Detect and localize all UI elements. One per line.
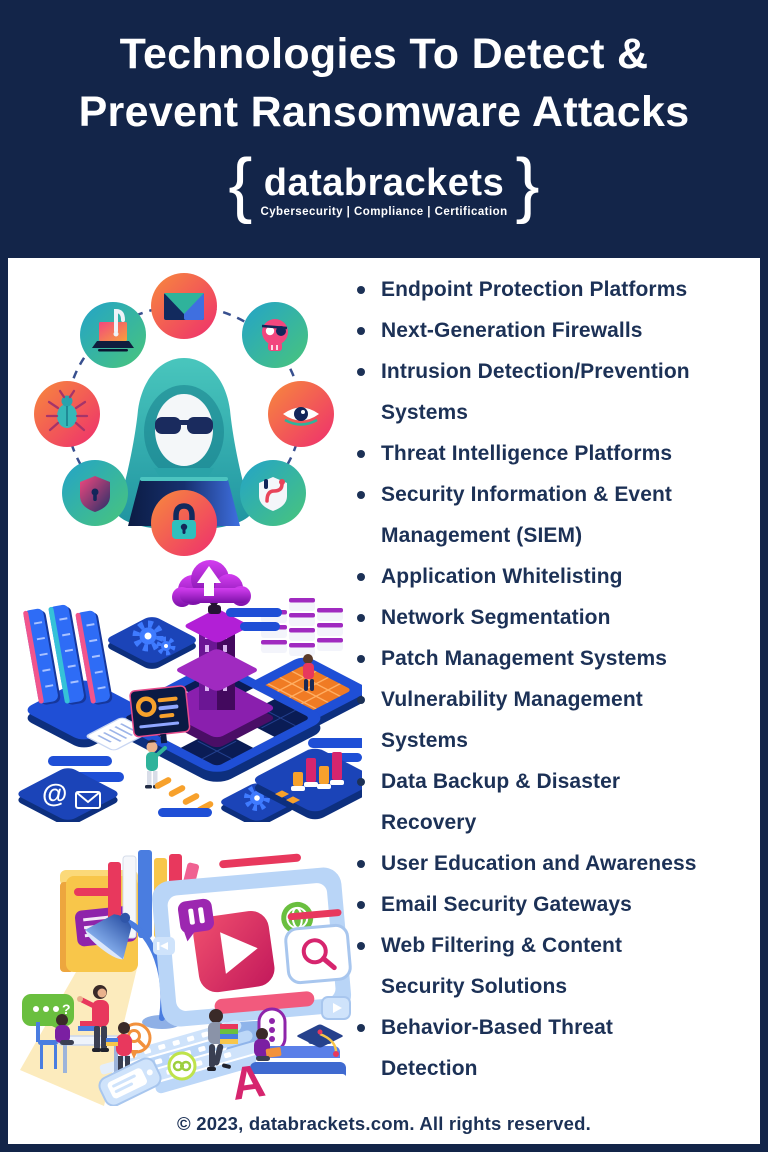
bullet-icon: [357, 491, 365, 499]
bullet-icon: [357, 614, 365, 622]
graduation-group: [250, 1024, 346, 1081]
svg-text:?: ?: [62, 1001, 71, 1017]
bullet-icon: [357, 573, 365, 581]
laptop-user-figure: [254, 1028, 282, 1061]
list-item-label: Application Whitelisting: [381, 565, 623, 588]
title-line-2: Prevent Ransomware Attacks: [78, 88, 690, 136]
pink-bar: [214, 991, 315, 1014]
red-accent-bar: [219, 853, 301, 869]
list-item-label: Next-Generation Firewalls: [381, 319, 643, 342]
list-item: Next-Generation Firewalls: [354, 310, 758, 351]
bullet-icon: [357, 696, 365, 704]
upload-cloud-icon: [172, 560, 251, 607]
shield-keyhole-icon: [62, 460, 128, 526]
meeting-table-group: [36, 985, 132, 1074]
bullet-icon: [357, 860, 365, 868]
analyst-figure: [145, 739, 167, 789]
email-envelope-icon: [151, 273, 217, 339]
databrackets-logo: { databrackets Cybersecurity | Complianc…: [0, 145, 768, 227]
logo-tagline: Cybersecurity | Compliance | Certificati…: [260, 205, 508, 218]
list-item: Network Segmentation: [354, 597, 758, 638]
bar-chart-icon: [254, 748, 362, 820]
list-item: Patch Management Systems: [354, 638, 758, 679]
svg-text:@: @: [42, 778, 67, 808]
hacker-threat-ring-illustration: [34, 273, 334, 556]
list-item: Email Security Gateways: [354, 884, 758, 925]
bullet-icon: [357, 901, 365, 909]
bullet-icon: [357, 942, 365, 950]
letter-a-icon: A: [228, 1054, 268, 1106]
bullet-icon: [357, 450, 365, 458]
standing-reader-figure: [106, 1022, 132, 1074]
content-panel: @: [8, 258, 760, 1144]
technician-figure: [303, 654, 314, 691]
header: Technologies To Detect & Prevent Ransomw…: [0, 0, 768, 258]
search-panel-icon: [284, 909, 352, 985]
graduation-cap-icon: [297, 1024, 343, 1057]
presenter-figure: [77, 985, 109, 1052]
list-item: Vulnerability Management Systems: [354, 679, 758, 761]
list-item: Threat Intelligence Platforms: [354, 433, 758, 474]
list-item-label: Patch Management Systems: [381, 647, 668, 670]
list-item: Web Filtering & Content Security Solutio…: [354, 925, 758, 1007]
user-education-illustration: ?: [20, 850, 352, 1106]
list-item-label: Data Backup & Disaster Recovery: [381, 770, 621, 834]
surveillance-eye-icon: [268, 381, 334, 447]
list-item-label: Endpoint Protection Platforms: [381, 278, 688, 301]
list-item: Behavior-Based Threat Detection: [354, 1007, 758, 1089]
list-item-label: Network Segmentation: [381, 606, 611, 629]
copyright-text: © 2023, databrackets.com. All rights res…: [177, 1113, 591, 1134]
list-item: Data Backup & Disaster Recovery: [354, 761, 758, 843]
left-brace-icon: {: [228, 145, 253, 225]
list-item: Intrusion Detection/Prevention Systems: [354, 351, 758, 433]
pause-icon: [177, 898, 215, 942]
bullet-icon: [357, 327, 365, 335]
right-brace-icon: }: [515, 145, 540, 225]
email-at-icon: @: [18, 768, 118, 822]
title-line-1: Technologies To Detect &: [119, 30, 649, 78]
smartphone-icon: [98, 1057, 162, 1106]
bullet-icon: [357, 368, 365, 376]
logo-brand-name: databrackets: [263, 161, 505, 204]
walking-figure: [207, 1009, 238, 1071]
rewind-tile-icon: [153, 937, 175, 955]
page-title: Technologies To Detect & Prevent Ransomw…: [0, 0, 768, 141]
list-item-label: Security Information & Event Management …: [381, 483, 673, 547]
list-item-label: Vulnerability Management Systems: [381, 688, 643, 752]
list-item: Security Information & Event Management …: [354, 474, 758, 556]
bullet-icon: [357, 286, 365, 294]
list-item-label: User Education and Awareness: [381, 852, 697, 875]
analyst-screen-icon: [129, 685, 191, 789]
list-item-label: Web Filtering & Content Security Solutio…: [381, 934, 623, 998]
skull-eyepatch-icon: [242, 302, 308, 368]
video-tile-icon: [321, 996, 351, 1020]
bullet-icon: [357, 655, 365, 663]
list-item: User Education and Awareness: [354, 843, 758, 884]
bug-icon: [34, 381, 100, 447]
accent-pills: [158, 608, 282, 817]
list-item-label: Intrusion Detection/Prevention Systems: [381, 360, 690, 424]
seated-figure: [55, 1014, 74, 1045]
sunglasses-icon: [155, 417, 213, 434]
video-player-icon: [193, 910, 275, 993]
security-operations-illustration: @: [18, 560, 362, 822]
bullet-icon: [357, 1024, 365, 1032]
list-item-label: Email Security Gateways: [381, 893, 632, 916]
gears-icon: [108, 617, 196, 669]
list-item-label: Threat Intelligence Platforms: [381, 442, 673, 465]
shield-worm-icon: [240, 460, 306, 526]
list-item-label: Behavior-Based Threat Detection: [381, 1016, 614, 1080]
list-item: Endpoint Protection Platforms: [354, 269, 758, 310]
bullet-icon: [357, 778, 365, 786]
malware-laptop-icon: [80, 302, 146, 368]
padlock-icon: [151, 490, 217, 556]
list-item: Application Whitelisting: [354, 556, 758, 597]
link-bubble-icon: [167, 1051, 197, 1081]
